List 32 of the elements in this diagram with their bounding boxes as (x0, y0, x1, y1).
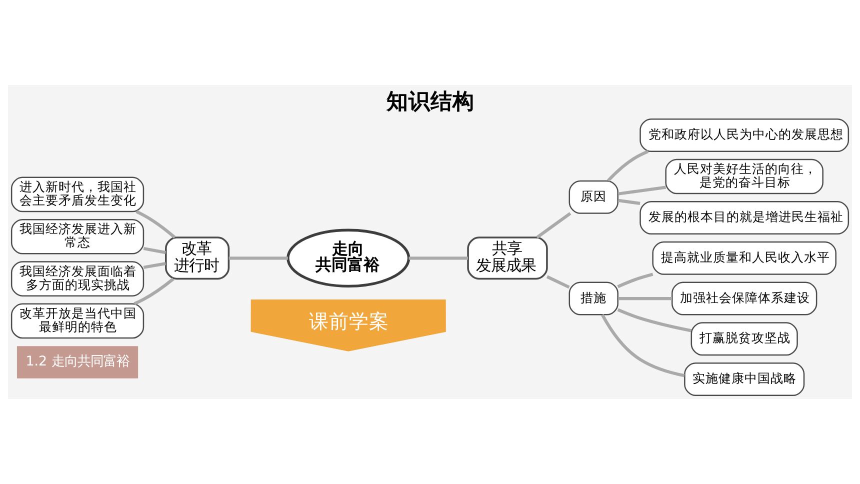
node-box: 发展的根本目的就是增进民生福祉 (640, 201, 850, 235)
connector (134, 278, 174, 306)
node-box: 原因 (568, 180, 618, 214)
node-box: 措施 (568, 282, 618, 316)
connector (408, 256, 468, 260)
connector (618, 296, 672, 300)
connector (617, 308, 692, 332)
node-box: 实施健康中国战略 (684, 362, 805, 396)
node-box: 党和政府以人民为中心的发展思想 (640, 118, 850, 152)
connector (143, 246, 166, 254)
node-box: 提高就业质量和人民收入水平 (652, 241, 836, 275)
node-box: 进入新时代，我国社会主要矛盾发生变化 (10, 176, 144, 212)
connector (607, 150, 649, 182)
connector (228, 256, 288, 260)
node-box: 加强社会保障体系建设 (672, 282, 818, 316)
connector (143, 262, 166, 269)
label: 1.2 走向共同富裕 (26, 354, 130, 370)
connector (536, 212, 572, 239)
connector (618, 198, 640, 205)
connector (600, 314, 685, 378)
node-box: 共享发展成果 (467, 236, 548, 280)
connector (546, 275, 570, 289)
connector (617, 272, 654, 288)
node-box: 改革进行时 (165, 236, 230, 280)
node-box: 人民对美好生活的向往，是党的奋斗目标 (665, 158, 824, 194)
node-box: 我国经济发展进入新常态 (10, 218, 144, 254)
connector (618, 186, 666, 196)
node-ellipse: 走向共同富裕 (286, 228, 410, 288)
node-box: 我国经济发展面临着多方面的现实挑战 (10, 261, 144, 296)
diagram-title: 知识结构 (386, 90, 474, 115)
node-box: 打赢脱贫攻坚战 (690, 322, 798, 356)
node-box: 改革开放是当代中国最鲜明的特色 (10, 303, 144, 339)
